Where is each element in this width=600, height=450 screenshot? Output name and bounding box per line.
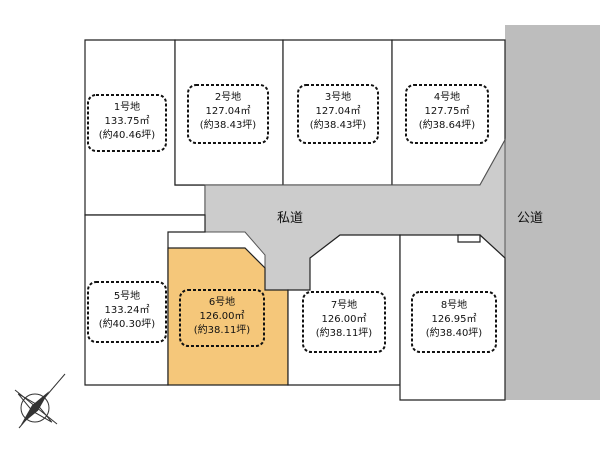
lot-2-name: 2号地 xyxy=(215,90,241,103)
lot-8-name: 8号地 xyxy=(441,298,467,311)
compass-rose-icon xyxy=(14,373,66,429)
lot-label-6: 6号地 126.00㎡ (約38.11坪) xyxy=(179,289,265,347)
lot-label-1: 1号地 133.75㎡ (約40.46坪) xyxy=(87,94,167,152)
lot-label-7-box xyxy=(302,291,386,353)
lot-1-name: 1号地 xyxy=(114,100,140,113)
lot-3-area: 127.04㎡ xyxy=(316,105,361,117)
lot-1-tsubo: (約40.46坪) xyxy=(99,128,156,141)
lot-8-tsubo: (約38.40坪) xyxy=(426,326,483,339)
lot-2-area: 127.04㎡ xyxy=(206,105,251,117)
lot-4-area: 127.75㎡ xyxy=(425,105,470,117)
lot-6-area: 126.00㎡ xyxy=(200,310,245,322)
lot-label-2-box xyxy=(187,84,269,144)
lot-label-2: 2号地 127.04㎡ (約38.43坪) xyxy=(187,84,269,144)
public-road xyxy=(505,25,600,400)
lot-4-name: 4号地 xyxy=(434,90,460,103)
lot-3-tsubo: (約38.43坪) xyxy=(310,118,367,131)
lot-label-4-box xyxy=(405,84,489,144)
lot-7-area: 126.00㎡ xyxy=(322,313,367,325)
lot-label-7: 7号地 126.00㎡ (約38.11坪) xyxy=(302,291,386,353)
corner-cut xyxy=(457,234,481,243)
lot-label-8-box xyxy=(411,291,497,353)
lot-label-5-box xyxy=(87,281,167,343)
lot-8-area: 126.95㎡ xyxy=(432,313,477,325)
lot-5-area: 133.24㎡ xyxy=(105,304,150,316)
lot-5-tsubo: (約40.30坪) xyxy=(99,317,156,330)
lot-7-name: 7号地 xyxy=(331,298,357,311)
lot-label-5: 5号地 133.24㎡ (約40.30坪) xyxy=(87,281,167,343)
lot-label-8: 8号地 126.95㎡ (約38.40坪) xyxy=(411,291,497,353)
lot-1-area: 133.75㎡ xyxy=(105,115,150,127)
lot-label-6-box xyxy=(179,289,265,347)
lot-7-tsubo: (約38.11坪) xyxy=(316,326,373,339)
lot-label-3: 3号地 127.04㎡ (約38.43坪) xyxy=(297,84,379,144)
lot-label-1-box xyxy=(87,94,167,152)
lot-2-tsubo: (約38.43坪) xyxy=(200,118,257,131)
public-road-label: 公道 xyxy=(517,211,543,226)
lot-6-tsubo: (約38.11坪) xyxy=(194,323,251,336)
lot-label-4: 4号地 127.75㎡ (約38.64坪) xyxy=(405,84,489,144)
lot-label-3-box xyxy=(297,84,379,144)
private-road-label: 私道 xyxy=(277,211,303,226)
lot-5-name: 5号地 xyxy=(114,289,140,302)
lot-3-name: 3号地 xyxy=(325,90,351,103)
lot-6-name: 6号地 xyxy=(209,295,235,308)
lot-4-tsubo: (約38.64坪) xyxy=(419,118,476,131)
